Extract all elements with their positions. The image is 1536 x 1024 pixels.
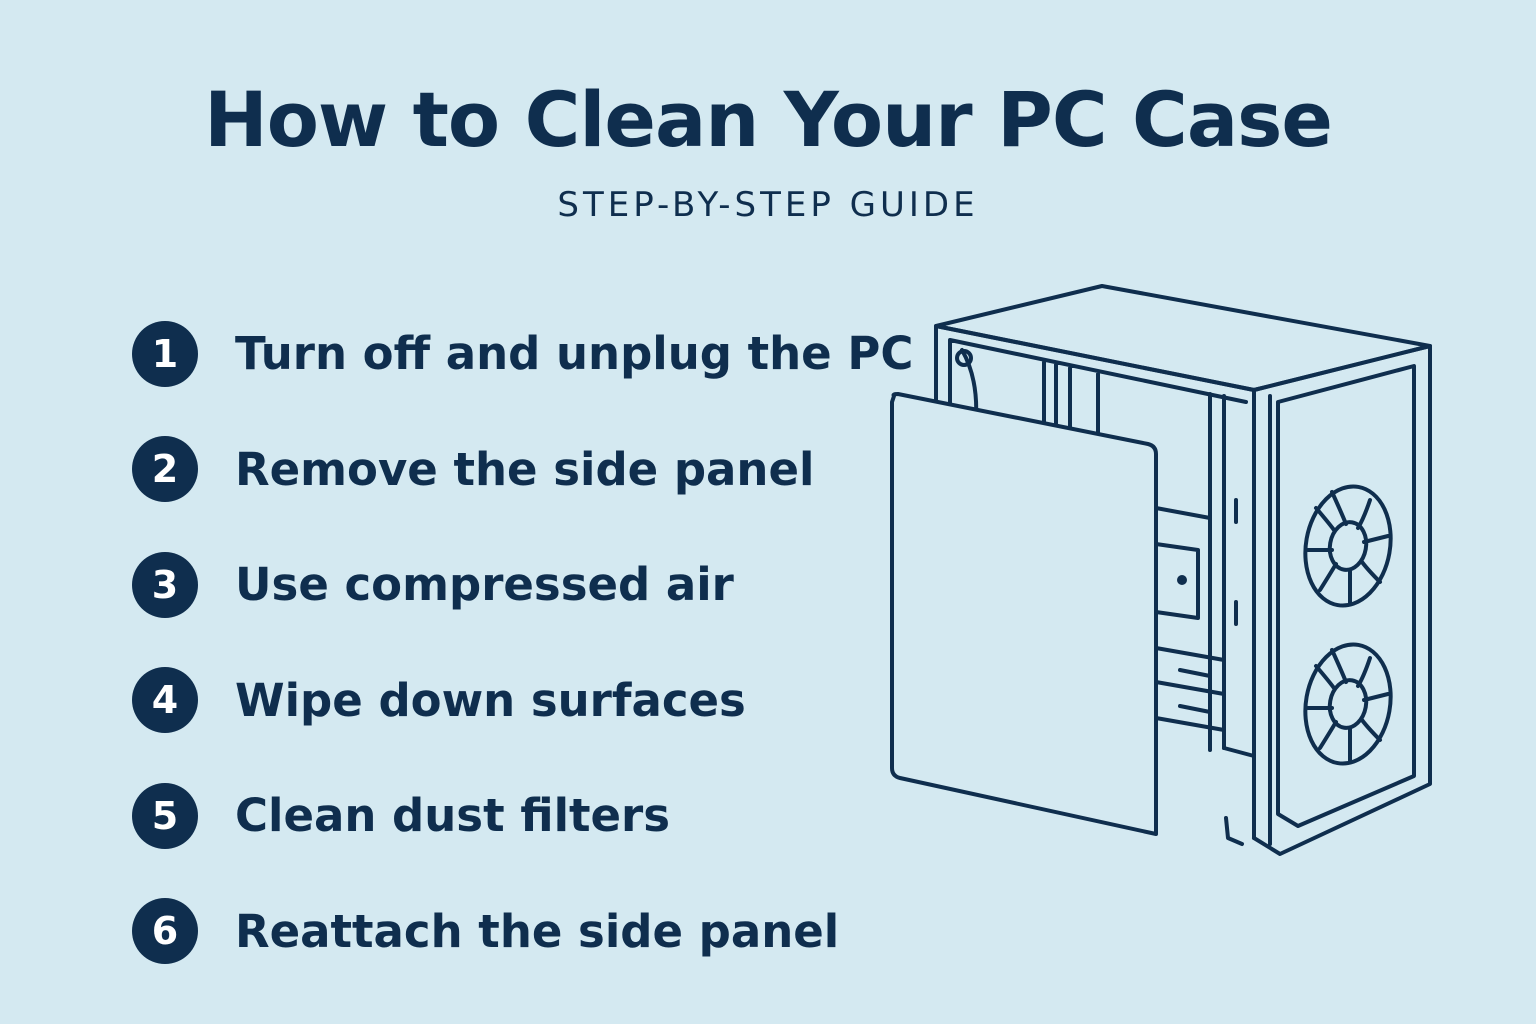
case-slots — [1222, 498, 1256, 846]
front-fan-top — [1303, 484, 1393, 608]
pc-case-illustration — [880, 278, 1440, 862]
step-number-badge: 4 — [132, 667, 198, 734]
step-number-badge: 6 — [132, 898, 198, 965]
step-item-2: 2 Remove the side panel — [132, 412, 913, 528]
steps-list: 1 Turn off and unplug the PC 2 Remove th… — [132, 296, 913, 989]
step-item-6: 6 Reattach the side panel — [132, 874, 913, 990]
step-label: Wipe down surfaces — [235, 673, 746, 727]
step-item-1: 1 Turn off and unplug the PC — [132, 296, 913, 412]
side-panel — [890, 392, 1158, 836]
step-item-5: 5 Clean dust filters — [132, 758, 913, 874]
step-label: Use compressed air — [235, 558, 734, 612]
page-subtitle: STEP-BY-STEP GUIDE — [557, 185, 979, 225]
page-title: How to Clean Your PC Case — [204, 75, 1333, 164]
step-item-4: 4 Wipe down surfaces — [132, 643, 913, 759]
front-fan-bottom — [1303, 642, 1393, 766]
case-front-bezel — [1276, 364, 1416, 828]
pc-case-icon — [890, 284, 1432, 856]
case-interior — [948, 338, 1248, 752]
step-label: Remove the side panel — [235, 442, 815, 496]
case-front-face — [1252, 344, 1432, 856]
step-label: Reattach the side panel — [235, 904, 840, 958]
step-number-badge: 1 — [132, 320, 198, 387]
step-number-badge: 2 — [132, 436, 198, 503]
step-item-3: 3 Use compressed air — [132, 527, 913, 643]
step-label: Clean dust filters — [235, 789, 671, 843]
step-label: Turn off and unplug the PC — [235, 327, 914, 381]
step-number-badge: 5 — [132, 782, 198, 849]
step-number-badge: 3 — [132, 551, 198, 618]
case-screw — [1177, 575, 1187, 585]
